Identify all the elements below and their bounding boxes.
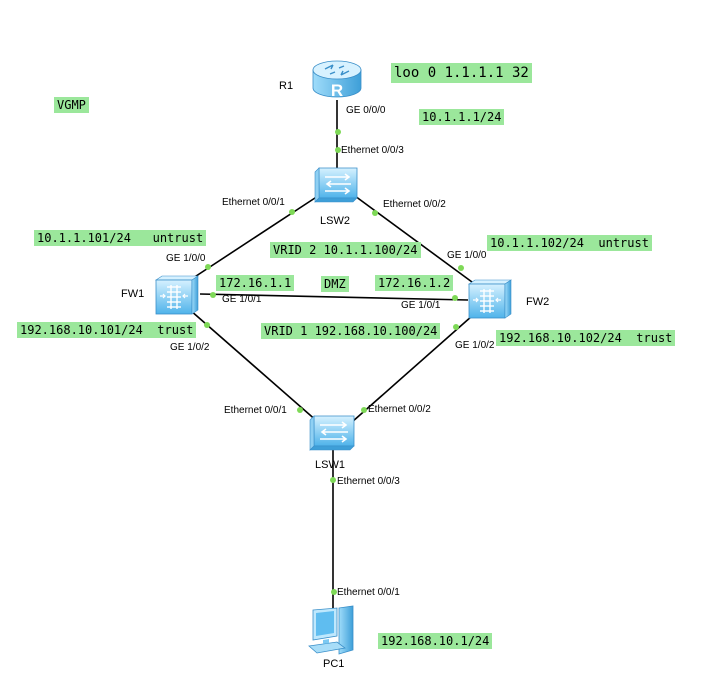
device-name-r1: R1 bbox=[279, 80, 294, 92]
port-label: GE 1/0/0 bbox=[447, 250, 487, 261]
port-dot bbox=[335, 129, 341, 135]
port-label: GE 1/0/1 bbox=[401, 300, 441, 311]
port-dot bbox=[210, 292, 216, 298]
fw2-untrust-note: 10.1.1.102/24 untrust bbox=[487, 235, 652, 251]
device-name-lsw2: LSW2 bbox=[320, 215, 350, 227]
port-label: GE 1/0/2 bbox=[455, 340, 495, 351]
port-label: Ethernet 0/0/2 bbox=[383, 199, 446, 210]
link-lsw2-fw1[interactable] bbox=[189, 195, 319, 281]
port-label: Ethernet 0/0/2 bbox=[368, 404, 431, 415]
port-dot bbox=[330, 477, 336, 483]
dmz-note: DMZ bbox=[321, 276, 349, 292]
port-dot bbox=[289, 209, 295, 215]
switch-icon[interactable] bbox=[309, 415, 355, 451]
port-dot bbox=[453, 324, 459, 330]
port-label: GE 1/0/1 bbox=[222, 294, 262, 305]
fw1-trust-note: 192.168.10.101/24 trust bbox=[17, 322, 197, 338]
firewall-icon[interactable] bbox=[468, 279, 512, 319]
link-fw1-fw2[interactable] bbox=[199, 293, 469, 301]
vrid2-note: VRID 2 10.1.1.100/24 bbox=[270, 242, 421, 258]
port-dot bbox=[297, 407, 303, 413]
port-dot bbox=[452, 295, 458, 301]
port-dot bbox=[335, 147, 341, 153]
port-dot bbox=[372, 210, 378, 216]
vgmp-note: VGMP bbox=[54, 97, 89, 113]
port-dot bbox=[361, 407, 367, 413]
loopback-note: loo 0 1.1.1.1 32 bbox=[391, 63, 532, 83]
r1-ip-note: 10.1.1.1/24 bbox=[419, 109, 505, 125]
port-dot bbox=[205, 264, 211, 270]
port-dots bbox=[204, 129, 464, 595]
fw1-dmz-ip-note: 172.16.1.1 bbox=[216, 275, 295, 291]
port-dot bbox=[331, 589, 337, 595]
port-dot bbox=[204, 322, 210, 328]
port-label: Ethernet 0/0/3 bbox=[341, 145, 404, 156]
fw2-trust-note: 192.168.10.102/24 trust bbox=[496, 330, 676, 346]
port-label: GE 1/0/2 bbox=[170, 342, 210, 353]
port-label: Ethernet 0/0/3 bbox=[337, 476, 400, 487]
router-icon[interactable]: R bbox=[312, 60, 362, 100]
port-dot bbox=[458, 265, 464, 271]
port-label: Ethernet 0/0/1 bbox=[222, 197, 285, 208]
vrid1-note: VRID 1 192.168.10.100/24 bbox=[261, 323, 441, 339]
firewall-icon[interactable] bbox=[155, 275, 199, 315]
port-label: GE 0/0/0 bbox=[346, 105, 386, 116]
link-fw2-lsw1[interactable] bbox=[351, 315, 473, 423]
port-label: Ethernet 0/0/1 bbox=[337, 587, 400, 598]
pc1-ip-note: 192.168.10.1/24 bbox=[378, 633, 493, 649]
link-fw1-lsw1[interactable] bbox=[189, 309, 319, 423]
pc-icon[interactable] bbox=[308, 605, 354, 655]
port-label: Ethernet 0/0/1 bbox=[224, 405, 287, 416]
device-name-fw1: FW1 bbox=[121, 288, 145, 300]
port-label: GE 1/0/0 bbox=[166, 253, 206, 264]
device-name-pc1: PC1 bbox=[323, 658, 345, 670]
switch-icon[interactable] bbox=[314, 167, 358, 203]
fw2-dmz-ip-note: 172.16.1.2 bbox=[375, 275, 454, 291]
svg-text:R: R bbox=[331, 81, 343, 100]
device-name-lsw1: LSW1 bbox=[315, 459, 345, 471]
fw1-untrust-note: 10.1.1.101/24 untrust bbox=[34, 230, 207, 246]
device-name-fw2: FW2 bbox=[526, 296, 550, 308]
